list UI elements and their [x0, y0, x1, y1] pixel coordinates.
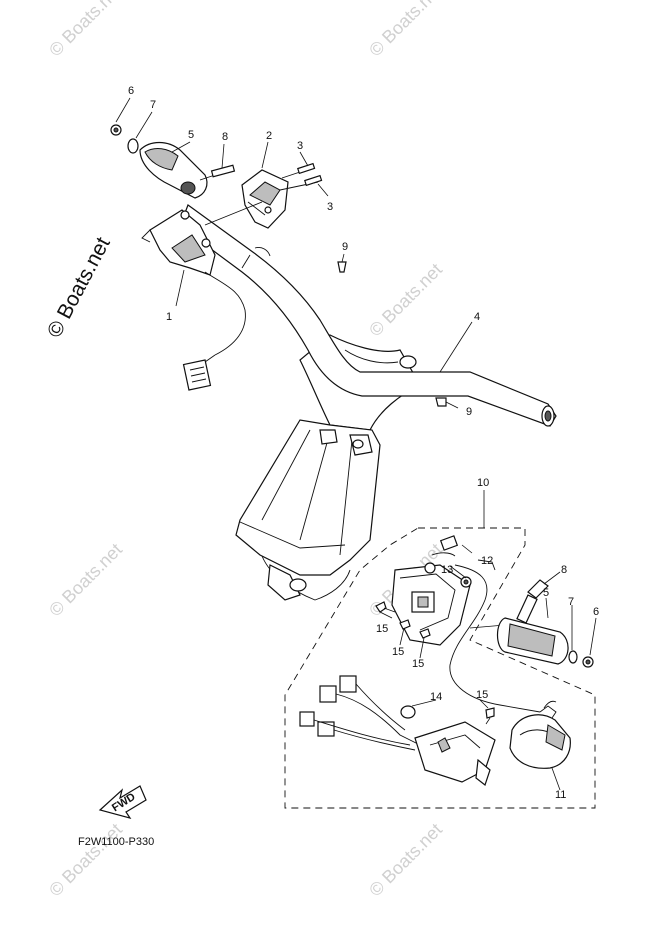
callout-6: 6	[128, 85, 134, 97]
callout-6: 6	[593, 606, 599, 618]
switch-cover-14	[400, 705, 496, 786]
callout-4: 4	[474, 311, 480, 323]
callout-14: 14	[430, 691, 442, 703]
callout-7: 7	[150, 99, 156, 111]
callout-7: 7	[568, 596, 574, 608]
callout-5: 5	[188, 129, 194, 141]
assembly-10-boundary	[284, 527, 596, 809]
callout-13: 13	[441, 564, 453, 576]
callout-1: 1	[166, 311, 172, 323]
callout-10: 10	[477, 477, 489, 489]
left-grip-assembly	[110, 124, 236, 199]
callout-11: 11	[555, 789, 566, 801]
callout-15: 15	[392, 646, 404, 658]
right-switch-cover	[204, 162, 323, 229]
switch-unit-assembly	[391, 535, 541, 713]
screws-15	[375, 601, 495, 725]
diagram-code: F2W1100-P330	[78, 836, 155, 848]
callout-9: 9	[466, 406, 472, 418]
callout-12: 12	[481, 555, 493, 567]
callout-2: 2	[266, 130, 272, 142]
callout-15: 15	[376, 623, 388, 635]
right-grip-assembly	[469, 579, 594, 668]
screw-9-upper	[337, 261, 347, 273]
callout-3: 3	[297, 140, 303, 152]
wire-harness	[299, 675, 421, 751]
callout-9: 9	[342, 241, 348, 253]
left-switch-housing	[141, 209, 246, 391]
callout-15: 15	[412, 658, 424, 670]
callout-3: 3	[327, 201, 333, 213]
fwd-arrow: FWD	[98, 785, 147, 819]
callout-8: 8	[561, 564, 567, 576]
callout-5: 5	[543, 587, 549, 599]
switch-case-11	[509, 700, 571, 769]
handlebar	[179, 204, 557, 427]
leader-lines	[115, 97, 597, 791]
callout-8: 8	[222, 131, 228, 143]
screw-9-lower	[435, 397, 459, 409]
callout-15: 15	[476, 689, 488, 701]
